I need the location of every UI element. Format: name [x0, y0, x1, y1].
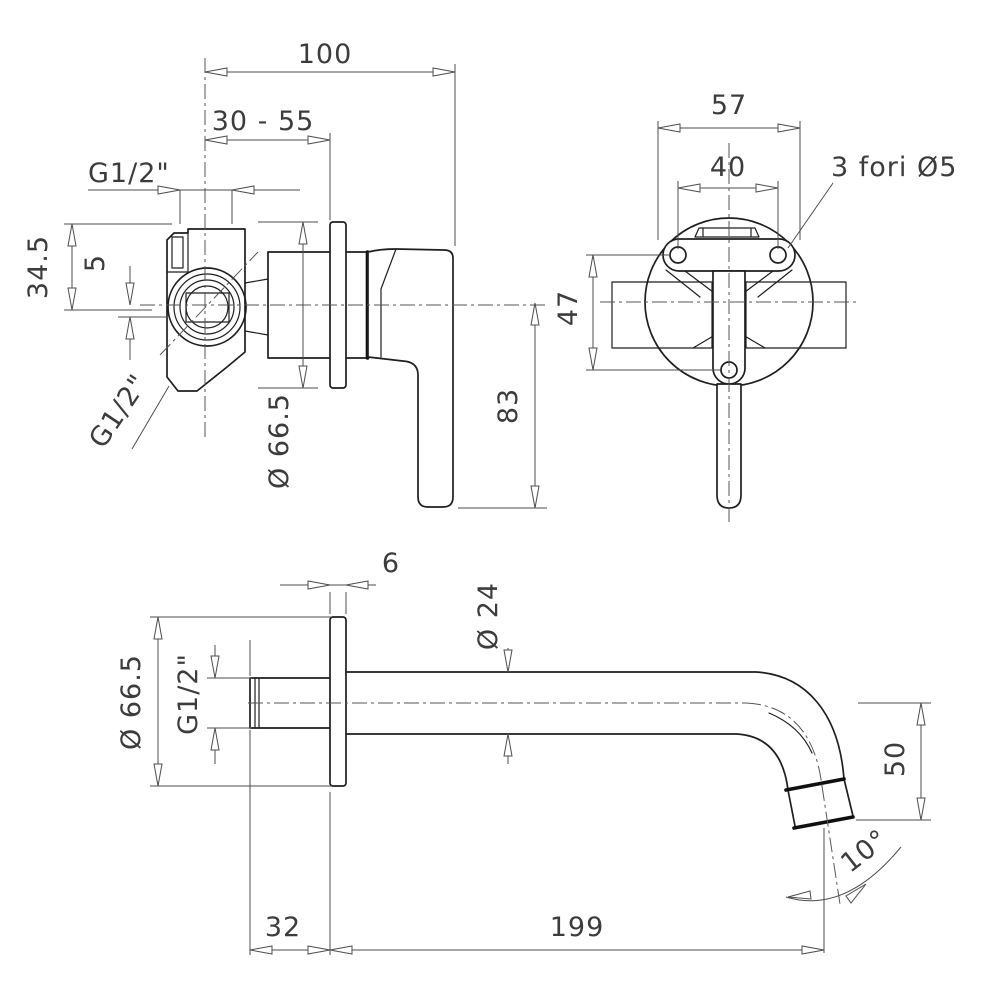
dim-top-inlet-thread: G1/2"	[88, 158, 170, 189]
mixer-body-outline	[166, 228, 246, 392]
dim-bracket-width: 57	[711, 90, 747, 121]
dim-side-inlet-thread: G1/2"	[83, 369, 154, 454]
handle-cone-line	[380, 248, 397, 358]
tube-highlight-line	[768, 712, 813, 754]
holes-note: 3 fori Ø5	[831, 152, 957, 183]
cartridge-circle-3	[179, 279, 235, 335]
diagonal-centerline	[159, 251, 259, 356]
cartridge-window	[185, 292, 230, 323]
handle-outline	[367, 248, 454, 508]
mixer-side-dimensions: 100 30 - 55 G1/2" 34.5 5 G1/2" Ø 66.5 83	[23, 39, 547, 509]
dim-flange-diameter: Ø 66.5	[116, 654, 147, 750]
spout-tube-outer	[345, 671, 854, 817]
spout-dimensions: 6 Ø 24 Ø 66.5 G1/2" 50 10° 32 199	[116, 548, 931, 955]
dim-hole-spacing-v: 47	[553, 290, 584, 326]
screw-hole-right	[769, 246, 787, 264]
spout-tube-inner	[345, 733, 796, 827]
dim-inlet-thread: G1/2"	[173, 653, 204, 735]
dim-flange-thickness: 6	[382, 548, 400, 579]
top-port-detail	[166, 232, 189, 273]
cartridge-circle-2	[173, 273, 241, 341]
dim-outlet-angle: 10°	[835, 823, 894, 879]
mixer-side-view: 100 30 - 55 G1/2" 34.5 5 G1/2" Ø 66.5 83	[23, 39, 547, 509]
handle-cap-cylinder	[345, 251, 368, 359]
dim-wall-depth-range: 30 - 55	[212, 106, 315, 137]
dim-thread-length: 32	[265, 912, 301, 943]
top-port-front	[694, 227, 760, 238]
spout-side-view: 6 Ø 24 Ø 66.5 G1/2" 50 10° 32 199	[116, 548, 931, 955]
cartridge-boss-circle	[167, 267, 247, 347]
dim-outlet-drop: 50	[880, 741, 911, 777]
spout-centerline	[248, 702, 841, 905]
body-neck-lines	[244, 278, 269, 336]
dim-axis-offset: 5	[80, 254, 111, 272]
left-inlet-block	[611, 281, 713, 349]
screw-hole-left	[669, 246, 687, 264]
right-inlet-block	[745, 281, 847, 349]
dim-total-width: 100	[298, 39, 353, 70]
mixer-front-dimensions: 57 40 47 3 fori Ø5	[553, 90, 957, 371]
dim-handle-length: 83	[493, 388, 524, 424]
dim-body-height: 34.5	[23, 235, 54, 299]
mixer-front-view: 57 40 47 3 fori Ø5	[553, 90, 957, 526]
spout-wall-flange	[329, 616, 347, 787]
escutcheon-cylinder	[267, 251, 331, 359]
spout-mouth-line	[792, 815, 855, 830]
dim-reach: 199	[550, 912, 605, 943]
bracket-wings	[665, 267, 793, 349]
angle-arc	[785, 846, 902, 902]
aerator-cap-line	[784, 777, 846, 792]
dim-hole-spacing-h: 40	[710, 152, 746, 183]
dim-escutcheon-diameter: Ø 66.5	[264, 393, 295, 489]
dim-tube-diameter: Ø 24	[473, 582, 504, 650]
